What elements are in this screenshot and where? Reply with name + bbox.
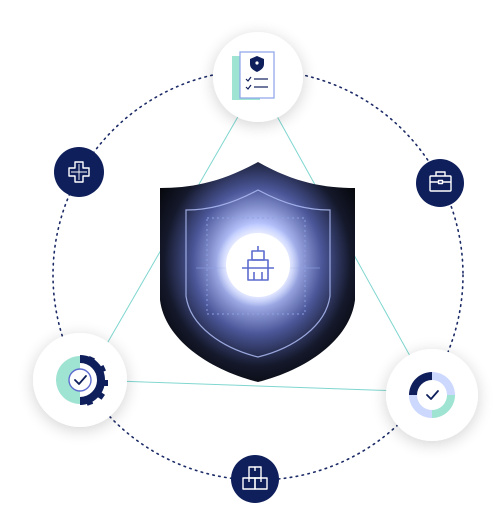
plus-cross-icon [68, 161, 90, 183]
stacked-boxes-icon [242, 466, 268, 490]
briefcase-icon [429, 171, 452, 192]
bottom-left-node[interactable] [33, 333, 127, 427]
office-building-icon [242, 246, 274, 281]
central-shield [160, 162, 355, 382]
bottom-right-node[interactable] [386, 349, 478, 441]
right-node[interactable] [416, 159, 464, 207]
bottom-node[interactable] [231, 455, 279, 503]
left-node[interactable] [54, 147, 104, 197]
donut-check-icon [409, 372, 455, 418]
gear-check-icon [56, 355, 108, 406]
shield-inner-outline [185, 189, 331, 358]
document-shield-checklist-icon [232, 51, 275, 100]
shield-dashed-frame [206, 217, 306, 315]
top-node[interactable] [213, 32, 303, 122]
